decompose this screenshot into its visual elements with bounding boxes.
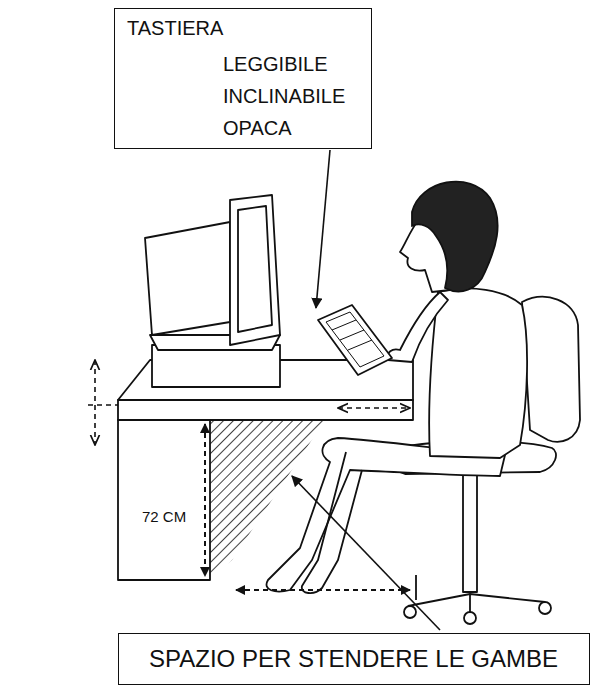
callout-heading: SPAZIO PER STENDERE LE GAMBE [149, 645, 558, 673]
callout-text: INCLINABILE [223, 85, 345, 108]
callout-text: LEGGIBILE [223, 53, 328, 76]
keyboard [318, 305, 392, 375]
callout-text: OPACA [223, 117, 292, 140]
callout-box: SPAZIO PER STENDERE LE GAMBE [118, 633, 590, 685]
woman [267, 182, 528, 593]
callout-box: TASTIERALEGGIBILE INCLINABILE OPACA [114, 8, 372, 149]
leader-lines [292, 150, 440, 630]
dimension-label: 72 CM [140, 508, 188, 525]
monitor [145, 195, 280, 387]
callout-heading: TASTIERA [127, 17, 223, 40]
dimension-arrows [88, 360, 410, 590]
